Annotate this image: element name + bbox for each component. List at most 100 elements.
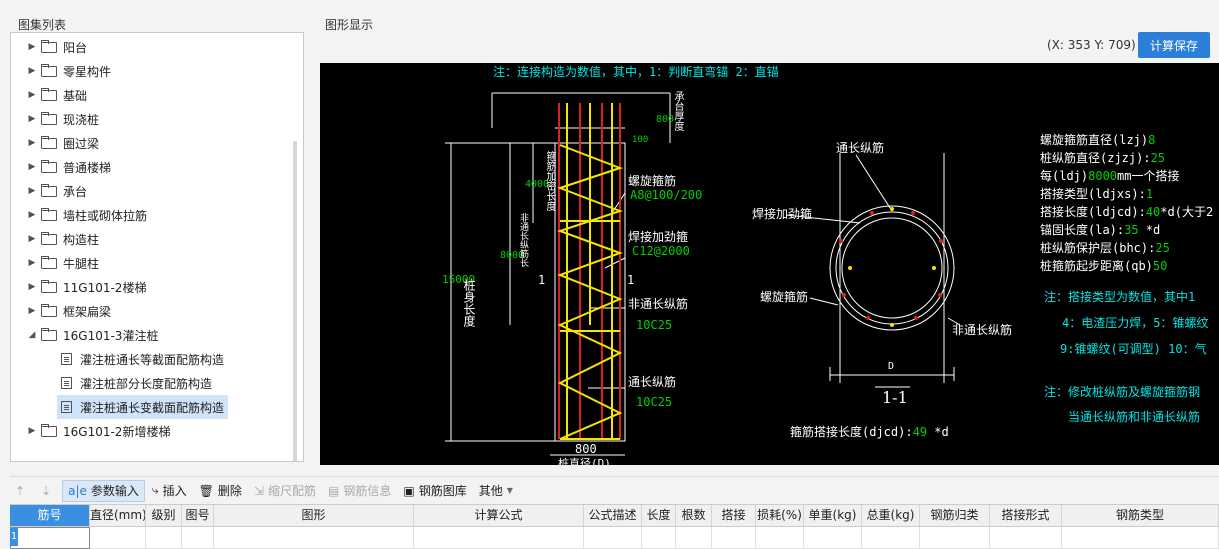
- column-header[interactable]: 级别: [146, 505, 182, 526]
- table-cell[interactable]: [214, 527, 414, 549]
- table-row[interactable]: [10, 527, 1219, 549]
- tree-item-folder[interactable]: ▶构造柱: [11, 227, 99, 251]
- tree-item-doc[interactable]: 灌注桩通长变截面配筋构造: [57, 395, 229, 419]
- other-menu-button[interactable]: 其他▼: [474, 480, 522, 502]
- tree-item-folder[interactable]: ▶ 墙柱或砌体拉筋: [11, 203, 147, 227]
- table-cell[interactable]: [642, 527, 676, 549]
- column-header[interactable]: 图形: [214, 505, 414, 526]
- column-header[interactable]: 图号: [182, 505, 214, 526]
- table-cell[interactable]: [146, 527, 182, 549]
- table-cell[interactable]: [756, 527, 804, 549]
- tree-item-folder[interactable]: ▶牛腿柱: [11, 251, 99, 275]
- collapsed-arrow-icon[interactable]: ▶: [28, 258, 36, 268]
- param-value[interactable]: 25: [1150, 151, 1166, 165]
- rebar-table: 筋号直径(mm)级别图号图形计算公式公式描述长度根数搭接损耗(%)单重(kg)总…: [10, 504, 1219, 549]
- scale-rebar-button[interactable]: ⇲缩尺配筋: [249, 480, 321, 502]
- table-cell[interactable]: [920, 527, 990, 549]
- insert-button[interactable]: ⤷插入: [147, 480, 192, 502]
- param-value[interactable]: 25: [1155, 241, 1170, 255]
- table-cell[interactable]: [10, 527, 90, 549]
- rebar-info-label: 钢筋信息: [343, 484, 392, 498]
- table-cell[interactable]: [90, 527, 146, 549]
- tree-item-folder[interactable]: ◢16G101-3灌注桩: [11, 323, 158, 347]
- tree-item-folder[interactable]: ▶普通楼梯: [11, 155, 111, 179]
- column-header[interactable]: 长度: [642, 505, 676, 526]
- delete-button[interactable]: 🗑删除: [194, 480, 247, 502]
- tree-item-folder[interactable]: ▶阳台: [11, 35, 87, 59]
- collapsed-arrow-icon[interactable]: ▶: [28, 186, 36, 196]
- expanded-arrow-icon[interactable]: ◢: [28, 330, 36, 340]
- column-header[interactable]: 公式描述: [584, 505, 642, 526]
- param-value[interactable]: 50: [1152, 259, 1168, 273]
- rebar-library-button[interactable]: ▣钢筋图库: [398, 480, 471, 502]
- collapsed-arrow-icon[interactable]: ▶: [28, 282, 36, 292]
- column-header[interactable]: 钢筋类型: [1062, 505, 1219, 526]
- column-header[interactable]: 搭接形式: [990, 505, 1062, 526]
- param-value[interactable]: 8: [1148, 133, 1156, 147]
- column-header[interactable]: 直径(mm): [90, 505, 146, 526]
- tree-item-folder[interactable]: ▶框架扁梁: [11, 299, 111, 323]
- table-cell[interactable]: [584, 527, 642, 549]
- collapsed-arrow-icon[interactable]: ▶: [28, 114, 36, 124]
- collapsed-arrow-icon[interactable]: ▶: [28, 138, 36, 148]
- folder-icon: [41, 39, 57, 53]
- collapsed-arrow-icon[interactable]: ▶: [28, 42, 36, 52]
- table-cell[interactable]: [1062, 527, 1219, 549]
- tree-item-folder[interactable]: ▶圈过梁: [11, 131, 99, 155]
- column-header[interactable]: 损耗(%): [756, 505, 804, 526]
- folder-icon: [41, 303, 57, 317]
- collapsed-arrow-icon[interactable]: ▶: [28, 426, 36, 436]
- folder-icon: [41, 183, 57, 197]
- tree-item-doc[interactable]: 灌注桩通长等截面配筋构造: [11, 347, 224, 371]
- column-header[interactable]: 计算公式: [414, 505, 584, 526]
- param-value[interactable]: 40: [1145, 205, 1161, 219]
- column-header[interactable]: 单重(kg): [804, 505, 862, 526]
- rebar-info-button[interactable]: ▤钢筋信息: [323, 480, 396, 502]
- column-header[interactable]: 搭接: [712, 505, 756, 526]
- tree-item-label: 灌注桩通长等截面配筋构造: [80, 352, 225, 367]
- param-value[interactable]: 35: [1124, 223, 1139, 237]
- tree-scrollbar[interactable]: [293, 141, 297, 461]
- tree-item-folder[interactable]: ▶基础: [11, 83, 87, 107]
- column-header[interactable]: 根数: [676, 505, 712, 526]
- column-header[interactable]: 筋号: [10, 505, 90, 526]
- column-header[interactable]: 钢筋归类: [920, 505, 990, 526]
- non-through-bar-label: 非通长纵筋: [628, 297, 689, 311]
- collapsed-arrow-icon[interactable]: ▶: [28, 162, 36, 172]
- table-cell[interactable]: [862, 527, 920, 549]
- column-header[interactable]: 总重(kg): [862, 505, 920, 526]
- drawing-canvas[interactable]: 注：连接构造为数值，其中，1：判断直弯锚 2：直锚 800 100 承台厚度 4…: [320, 63, 1219, 465]
- dim-15000: 15000: [442, 273, 476, 286]
- param-value[interactable]: 8000: [1088, 169, 1118, 183]
- tree-item-folder[interactable]: ▶承台: [11, 179, 87, 203]
- tree-item-doc[interactable]: 灌注桩部分长度配筋构造: [11, 371, 212, 395]
- collapsed-arrow-icon[interactable]: ▶: [28, 90, 36, 100]
- tree-item-folder[interactable]: ▶16G101-2新增楼梯: [11, 419, 170, 443]
- collapsed-arrow-icon[interactable]: ▶: [28, 210, 36, 220]
- table-cell[interactable]: [712, 527, 756, 549]
- collapsed-arrow-icon[interactable]: ▶: [28, 234, 36, 244]
- table-cell[interactable]: [990, 527, 1062, 549]
- table-cell[interactable]: [804, 527, 862, 549]
- move-down-button[interactable]: ⇣: [36, 480, 60, 502]
- param-unit: *d: [1138, 223, 1161, 237]
- tree-item-label: 现浇桩: [63, 112, 100, 127]
- table-cell[interactable]: [182, 527, 214, 549]
- collapsed-arrow-icon[interactable]: ▶: [28, 66, 36, 76]
- spiral-stirrup-label: 螺旋箍筋: [628, 174, 677, 188]
- table-cell[interactable]: [676, 527, 712, 549]
- tree-item-label: 墙柱或砌体拉筋: [63, 208, 148, 223]
- param-label: 搭接长度(ldjcd):: [1040, 205, 1146, 219]
- move-up-button[interactable]: ⇡: [10, 480, 34, 502]
- tree-item-folder[interactable]: ▶零星构件: [11, 59, 111, 83]
- table-cell[interactable]: [414, 527, 584, 549]
- param-value[interactable]: 1: [1145, 187, 1154, 201]
- folder-icon: [41, 327, 57, 341]
- collapsed-arrow-icon[interactable]: ▶: [28, 306, 36, 316]
- tree-item-folder[interactable]: ▶11G101-2楼梯: [11, 275, 146, 299]
- tree-item-folder[interactable]: ▶ 现浇桩: [11, 107, 99, 131]
- param-row: 桩纵筋直径(zjzj):25: [1040, 151, 1165, 165]
- calculate-save-button[interactable]: 计算保存: [1138, 32, 1210, 58]
